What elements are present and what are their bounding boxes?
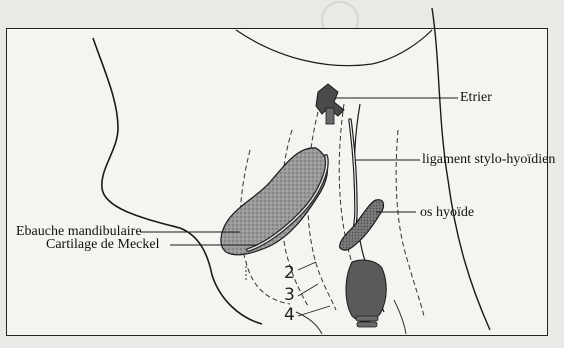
hyoid-bone-shape: [340, 200, 384, 250]
label-etrier: Etrier: [460, 90, 492, 106]
label-meckel-cartilage: Cartilage de Meckel: [46, 237, 160, 253]
label-stylohyoid-ligament: ligament stylo-hyoïdien: [422, 152, 555, 168]
arch-contour-5: [396, 130, 424, 316]
arch-number-2: 2: [284, 264, 295, 282]
arch-contour-3: [308, 112, 336, 310]
arch-number-3: 3: [284, 286, 295, 304]
neck-back-outline: [432, 8, 490, 330]
label-hyoid-bone: os hyoïde: [420, 205, 474, 221]
head-outline: [93, 38, 262, 324]
larynx-shape: [346, 260, 386, 322]
brain-arc: [236, 30, 432, 66]
arch-number-4: 4: [284, 306, 295, 324]
